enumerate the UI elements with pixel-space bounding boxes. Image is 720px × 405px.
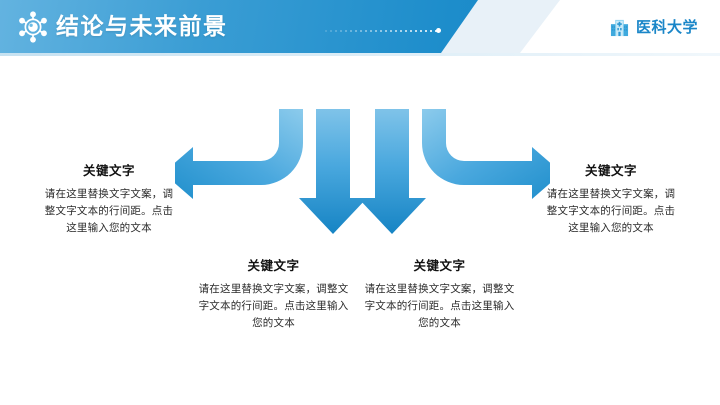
text-block-mid-left-body: 请在这里替换文字文案，调整文字文本的行间距。点击这里输入您的文本 bbox=[198, 283, 349, 329]
text-block-mid-left-title: 关键文字 bbox=[247, 259, 300, 273]
down-arrow-inner-right bbox=[358, 109, 426, 234]
text-block-left: 关键文字 请在这里替换文字文案，调整文字文本的行间距。点击这里输入您的文本 bbox=[44, 160, 174, 237]
text-block-right-body: 请在这里替换文字文案，调整文字文本的行间距。点击这里输入您的文本 bbox=[546, 188, 676, 234]
slide-header: 结论与未来前景 bbox=[0, 0, 720, 57]
header-dotted-line bbox=[325, 30, 438, 32]
header-dot-endpoint bbox=[436, 28, 441, 33]
curved-right-arrow bbox=[422, 109, 550, 199]
text-block-mid-right: 关键文字 请在这里替换文字文案，调整文字文本的行间距。点击这里输入您的文本 bbox=[362, 255, 517, 332]
page-title: 结论与未来前景 bbox=[56, 13, 228, 39]
text-block-mid-right-title: 关键文字 bbox=[413, 259, 466, 273]
text-block-mid-right-body: 请在这里替换文字文案，调整文字文本的行间距。点击这里输入您的文本 bbox=[364, 283, 515, 329]
molecule-icon bbox=[19, 11, 47, 43]
text-block-right: 关键文字 请在这里替换文字文案，调整文字文本的行间距。点击这里输入您的文本 bbox=[546, 160, 676, 237]
text-block-left-title: 关键文字 bbox=[82, 164, 135, 178]
curved-left-arrow bbox=[175, 109, 303, 199]
hospital-building-icon bbox=[610, 19, 629, 37]
brand-name: 医科大学 bbox=[635, 19, 698, 36]
header-underline bbox=[0, 53, 720, 56]
brand-logo: 医科大学 bbox=[610, 18, 698, 37]
down-arrow-inner-left bbox=[299, 109, 367, 234]
header-band bbox=[0, 0, 478, 53]
text-block-mid-left: 关键文字 请在这里替换文字文案，调整文字文本的行间距。点击这里输入您的文本 bbox=[196, 255, 351, 332]
text-block-left-body: 请在这里替换文字文案，调整文字文本的行间距。点击这里输入您的文本 bbox=[44, 188, 174, 234]
text-block-right-title: 关键文字 bbox=[584, 164, 637, 178]
arrow-diagram bbox=[175, 109, 550, 234]
